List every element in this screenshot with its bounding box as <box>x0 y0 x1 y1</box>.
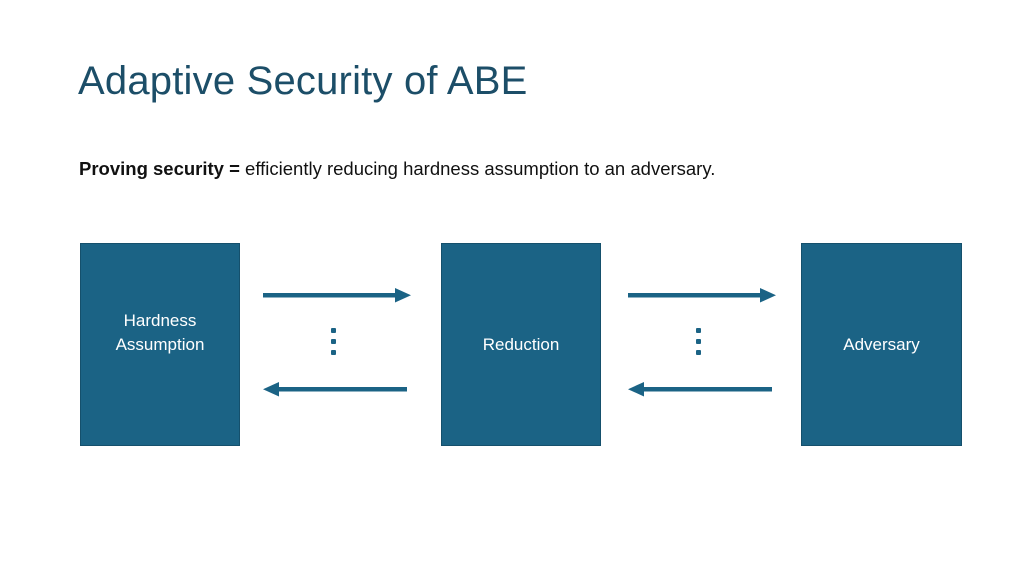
arrow-group-hardness-to-reduction <box>263 286 413 406</box>
ellipsis-dot <box>696 328 701 333</box>
vertical-ellipsis-icon <box>331 328 341 360</box>
arrow-left-icon <box>263 380 411 398</box>
arrow-right-icon <box>263 286 411 304</box>
ellipsis-dot <box>696 339 701 344</box>
diagram-box-adversary[interactable]: Adversary <box>801 243 962 446</box>
diagram-box-reduction[interactable]: Reduction <box>441 243 601 446</box>
body-text-rest: efficiently reducing hardness assumption… <box>239 158 716 179</box>
diagram-box-label: Reduction <box>482 334 560 354</box>
diagram-box-label: Hardness Assumption <box>115 310 205 354</box>
vertical-ellipsis-icon <box>696 328 706 360</box>
ellipsis-dot <box>331 328 336 333</box>
diagram-box-label: Adversary <box>843 334 920 354</box>
ellipsis-dot <box>696 350 701 355</box>
diagram-box-hardness-assumption[interactable]: Hardness Assumption <box>80 243 240 446</box>
arrow-left-icon <box>628 380 776 398</box>
arrow-group-reduction-to-adversary <box>628 286 778 406</box>
page-title: Adaptive Security of ABE <box>78 59 528 103</box>
body-text: Proving security = efficiently reducing … <box>79 156 959 182</box>
body-text-bold-prefix: Proving security = <box>79 158 240 179</box>
ellipsis-dot <box>331 350 336 355</box>
ellipsis-dot <box>331 339 336 344</box>
arrow-right-icon <box>628 286 776 304</box>
